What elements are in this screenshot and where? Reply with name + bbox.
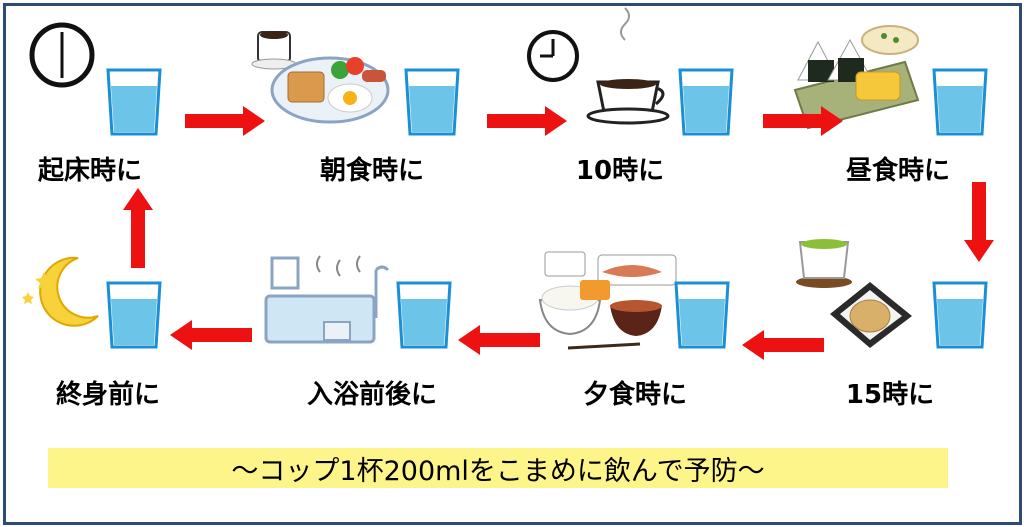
arrow-right-2 [487,106,567,136]
water-glass-icon [674,281,730,349]
water-glass-icon [396,281,452,349]
step-label-wake: 起床時に [37,156,142,186]
step-label-lunch: 昼食時に [845,156,950,186]
bathtub-icon [264,255,390,344]
water-glass-icon [106,281,162,349]
arrow-down [964,182,994,262]
advice-banner: ～コップ1杯200mlをこまめに飲んで予防～ [48,448,948,488]
tea-snack-icon [796,239,912,348]
advice-banner-text: ～コップ1杯200mlをこまめに飲んで予防～ [231,455,765,487]
moon-icon [22,256,99,327]
arrow-left-3 [170,320,252,350]
arrow-left-1 [742,330,824,360]
step-label-bath: 入浴前後に [306,380,437,410]
step-label-breakfast: 朝食時に [319,156,424,186]
water-glass-icon [404,68,460,136]
clock-icon [29,22,95,88]
step-label-10am: 10時に [575,156,665,186]
step-label-3pm: 15時に [845,380,935,410]
coffee-clock-icon [527,7,670,125]
water-glass-icon [678,68,734,136]
arrow-right-1 [185,106,265,136]
japanese-dinner-icon [538,251,677,350]
step-label-bedtime: 終身前に [55,380,160,410]
step-label-dinner: 夕食時に [582,380,687,410]
water-glass-icon [932,68,988,136]
breakfast-icon [251,31,390,124]
arrow-up [123,188,153,268]
water-glass-icon [932,281,988,349]
arrow-left-2 [458,325,540,355]
onigiri-lunch-icon [793,25,920,130]
arrow-right-3 [763,106,843,136]
water-glass-icon [106,68,162,136]
